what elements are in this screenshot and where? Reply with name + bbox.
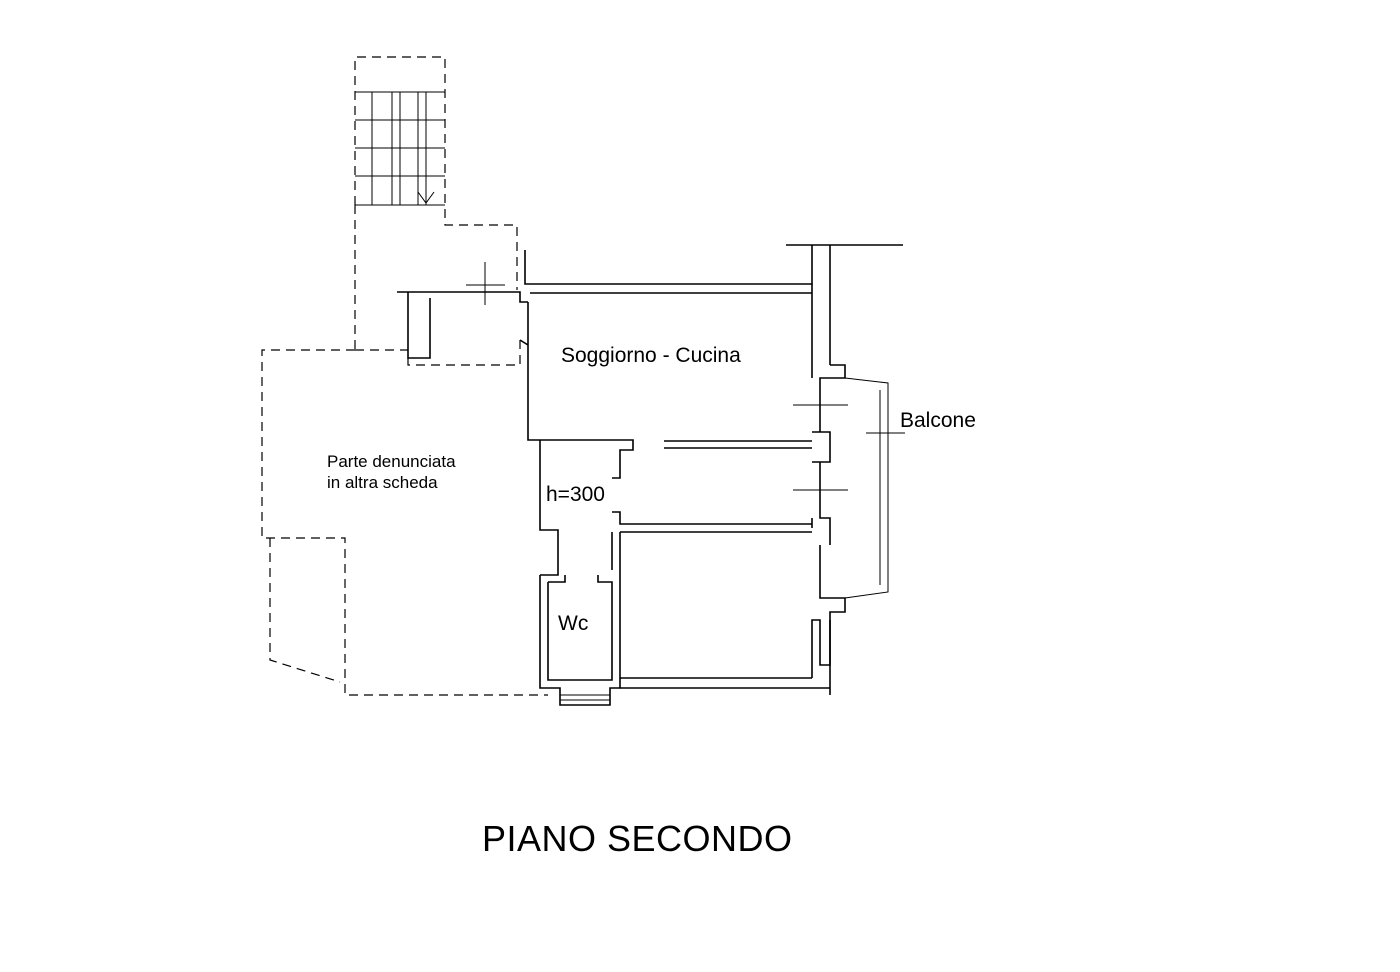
room-label-balcony: Balcone xyxy=(900,409,976,432)
ceiling-height-label: h=300 xyxy=(546,483,605,506)
excluded-area-label-line1: Parte denunciata xyxy=(327,452,456,471)
excluded-area-outline xyxy=(261,349,548,696)
staircase xyxy=(354,56,518,350)
opening-marks xyxy=(793,395,848,503)
apartment-walls xyxy=(519,244,903,706)
plan-title: PIANO SECONDO xyxy=(482,818,793,859)
room-label-living-kitchen: Soggiorno - Cucina xyxy=(561,344,741,367)
landing xyxy=(397,262,528,366)
excluded-area-label-line2: in altra scheda xyxy=(327,473,438,492)
room-label-wc: Wc xyxy=(558,612,589,635)
balcony-outline xyxy=(844,377,905,599)
